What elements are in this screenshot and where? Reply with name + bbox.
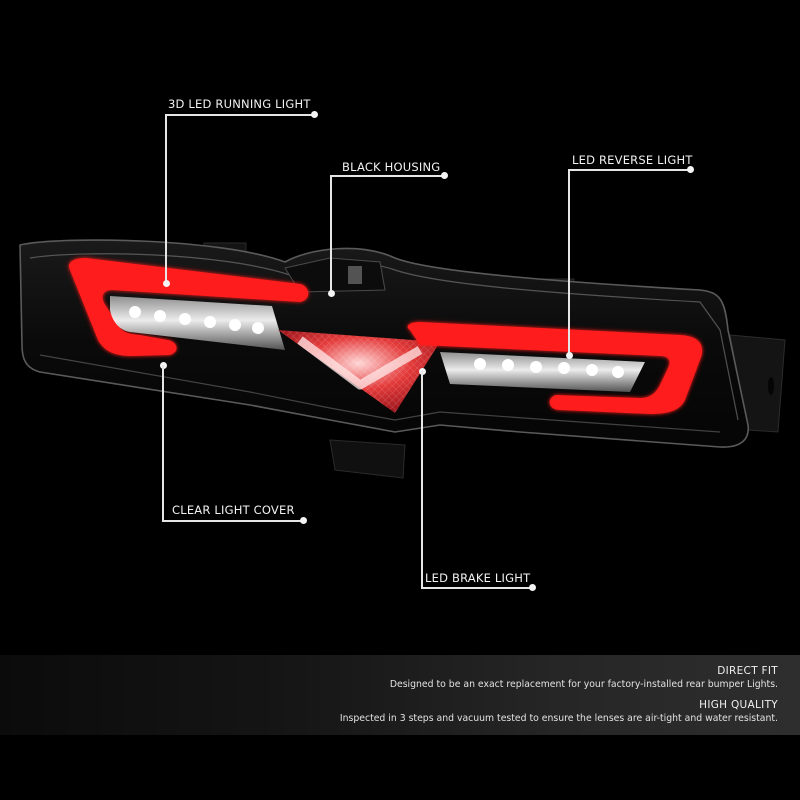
callout-label-reverse-light: LED REVERSE LIGHT xyxy=(572,153,693,167)
callout-line xyxy=(165,114,167,283)
callout-dot xyxy=(686,166,694,173)
running-light-left xyxy=(68,258,309,356)
led-strip-right xyxy=(440,352,645,392)
feature-high-quality: HIGH QUALITY Inspected in 3 steps and va… xyxy=(340,700,778,723)
callout-line xyxy=(421,371,423,587)
callout-dot xyxy=(528,584,536,591)
callout-label-clear-cover: CLEAR LIGHT COVER xyxy=(172,503,295,517)
bumper-light-assembly-image xyxy=(19,239,786,479)
callout-line xyxy=(421,587,532,589)
callout-dot xyxy=(327,289,335,297)
callout-dot xyxy=(565,351,573,359)
callout-dot xyxy=(299,517,307,524)
feature-description: Inspected in 3 steps and vacuum tested t… xyxy=(339,712,778,724)
led-chips-right xyxy=(474,358,624,378)
feature-title: DIRECT FIT xyxy=(717,665,778,677)
led-strip-left xyxy=(110,296,285,350)
callout-dot xyxy=(162,279,170,287)
callout-line xyxy=(568,169,570,355)
feature-title: HIGH QUALITY xyxy=(699,699,778,711)
callout-label-black-housing: BLACK HOUSING xyxy=(342,160,441,174)
callout-line xyxy=(330,175,444,177)
feature-direct-fit: DIRECT FIT Designed to be an exact repla… xyxy=(390,666,778,689)
feature-info-band: DIRECT FIT Designed to be an exact repla… xyxy=(0,655,800,735)
feature-description: Designed to be an exact replacement for … xyxy=(389,678,778,690)
running-light-right xyxy=(407,322,703,414)
callout-dot xyxy=(440,172,448,179)
callout-line xyxy=(165,114,314,116)
bottom-bracket xyxy=(329,439,406,479)
led-chips-left xyxy=(129,306,264,334)
callout-label-running-light: 3D LED RUNNING LIGHT xyxy=(168,97,311,111)
callout-line xyxy=(162,365,164,520)
callout-line xyxy=(330,175,332,293)
callout-dot xyxy=(310,111,318,118)
callout-line xyxy=(162,520,303,522)
callout-line xyxy=(568,169,690,171)
callout-label-brake-light: LED BRAKE LIGHT xyxy=(425,571,531,585)
